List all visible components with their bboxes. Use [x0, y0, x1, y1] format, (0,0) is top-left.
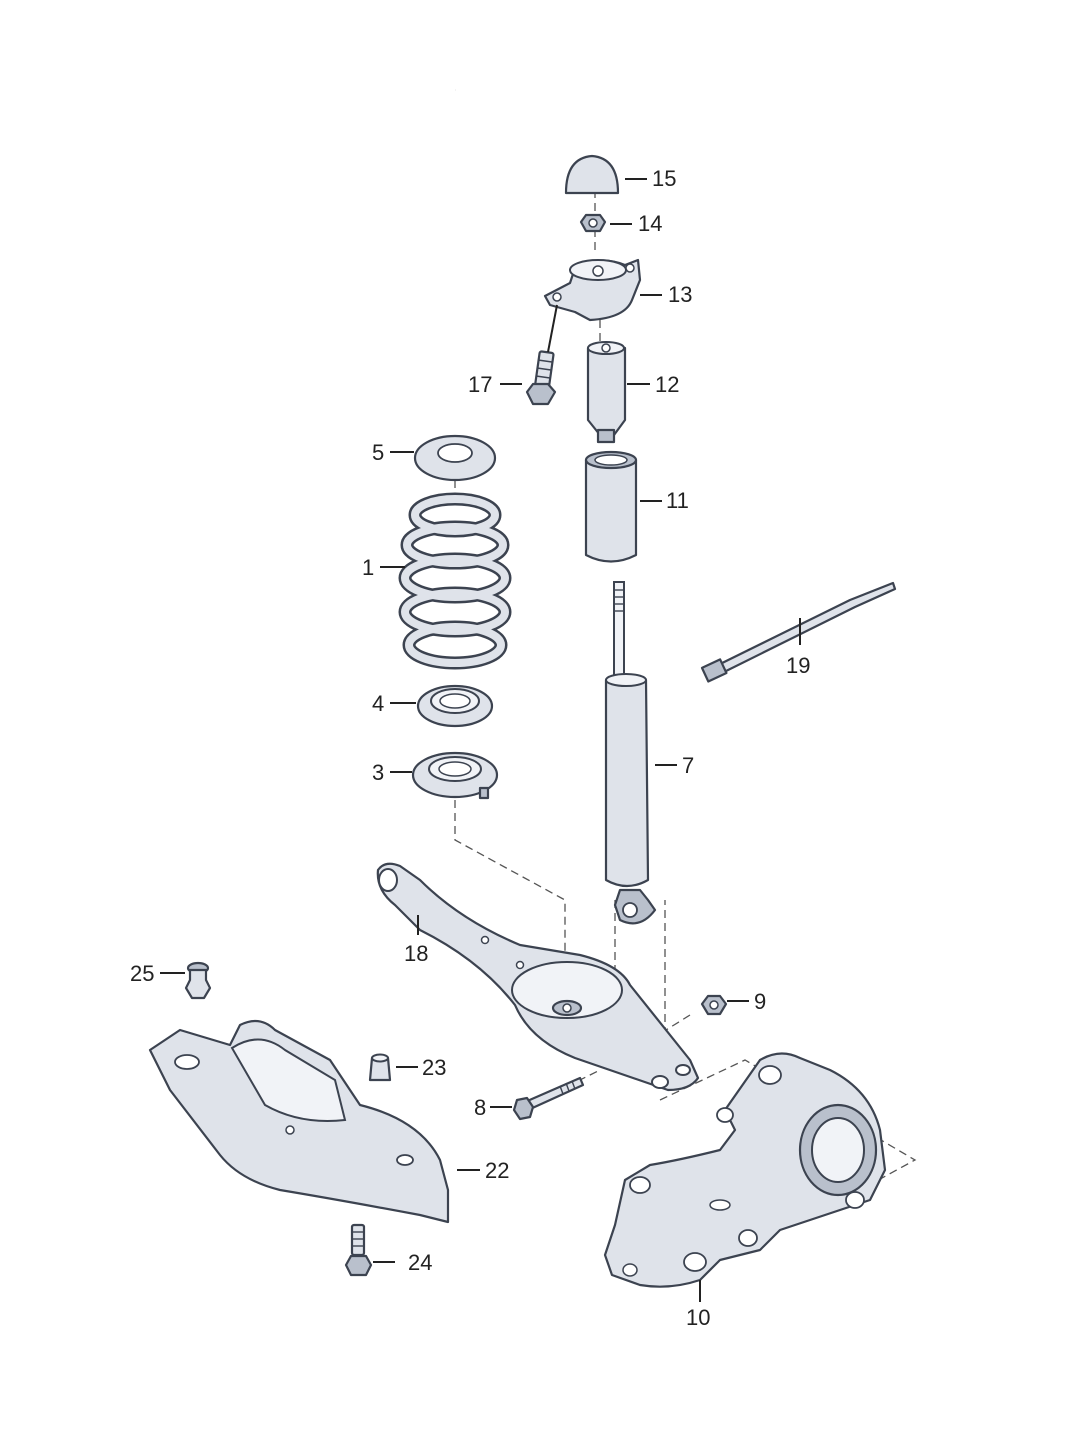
callout-9: 9	[754, 989, 766, 1014]
part-10-protective-tube	[584, 450, 638, 563]
callout-19: 19	[786, 653, 810, 678]
callout-11: 12	[655, 372, 679, 397]
part-11-bump-stop	[586, 341, 627, 444]
callout-13: 14	[638, 211, 662, 236]
assembly-guide-lines	[454, 190, 917, 1191]
part-3-lower-spring-seat	[411, 751, 499, 800]
callout-4: 4	[372, 691, 384, 716]
part-5-upper-spring-seat	[413, 434, 497, 482]
callout-10: 11	[666, 488, 689, 513]
callout-24: 24	[408, 1250, 432, 1275]
callout-14: 15	[652, 166, 676, 191]
callout-18: 10	[686, 1305, 710, 1330]
part-7-shock-absorber	[604, 581, 657, 925]
callout-17: 18	[404, 941, 428, 966]
callout-3: 3	[372, 760, 384, 785]
part-17-control-arm	[376, 862, 700, 1092]
callout-23: 23	[422, 1055, 446, 1080]
leader-lines	[160, 178, 801, 1302]
callout-8: 8	[474, 1095, 486, 1120]
callout-1: 1	[362, 555, 374, 580]
callout-15: 17	[468, 372, 492, 397]
part-12-top-mount	[543, 258, 642, 322]
part-22-trim-panel	[148, 1019, 450, 1224]
part-4-spring-pad	[416, 684, 494, 728]
callout-7: 7	[682, 753, 694, 778]
part-25-clip	[184, 961, 212, 1000]
part-14-dust-cap	[564, 154, 620, 195]
part-23-plug	[368, 1053, 392, 1082]
callout-12: 13	[668, 282, 692, 307]
part-13-nut	[579, 213, 607, 233]
part-15-bolt	[525, 350, 557, 406]
part-8-bolt	[512, 1076, 585, 1121]
part-1-coil-spring	[398, 492, 512, 670]
callout-25: 25	[130, 961, 154, 986]
part-9-nut	[700, 994, 728, 1016]
callout-labels: 15 14 13 17 12 11 5 1 4 3 7 19 18 9 8 25…	[130, 166, 810, 1330]
callout-5: 5	[372, 440, 384, 465]
part-24-bolt	[344, 1223, 373, 1277]
part-19-cable-tie	[700, 581, 897, 683]
part-18-wheel-bearing-housing	[603, 1052, 887, 1288]
callout-22: 22	[485, 1158, 509, 1183]
